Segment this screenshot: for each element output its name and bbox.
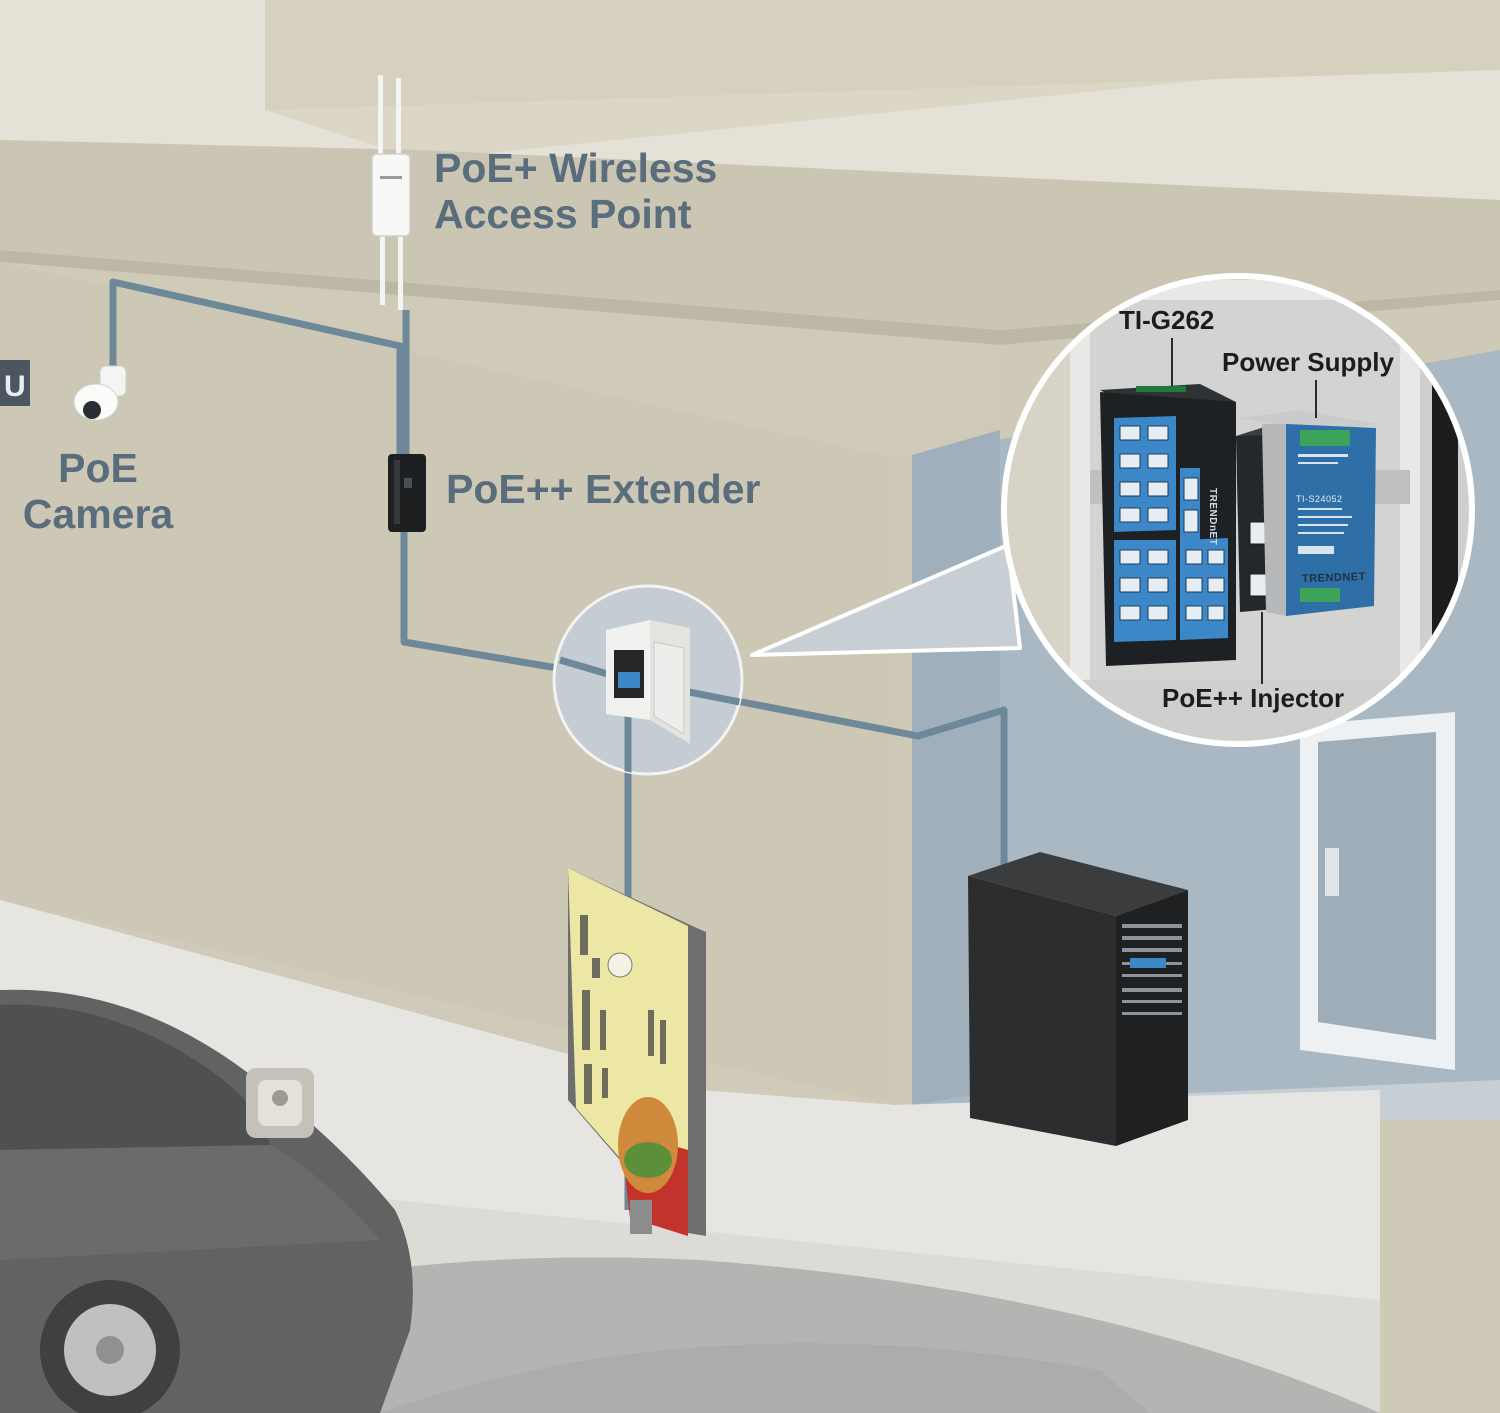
camera-label: PoE Camera [22, 445, 174, 537]
access-point-label: PoE+ Wireless Access Point [434, 145, 718, 237]
psu-model-text: TI-S24052 [1296, 494, 1343, 504]
switch-brand-text: TRENDnET [1207, 488, 1218, 546]
psu-brand-text: TRENDNET [1301, 570, 1367, 586]
store-sign-edge [0, 360, 30, 406]
junction-box-magnifier [552, 584, 744, 776]
power-supply-label: Power Supply [1222, 347, 1394, 377]
menu-sign [568, 868, 706, 1236]
power-supply-device [1240, 410, 1378, 616]
wireless-access-point-device [371, 75, 411, 310]
extender-label: PoE++ Extender [446, 466, 761, 512]
wall-outlet [246, 1068, 314, 1138]
switch-model-label: TI-G262 [1119, 305, 1215, 335]
injector-label: PoE++ Injector [1162, 683, 1345, 713]
poe-extender-device [388, 454, 426, 532]
server-rack [968, 852, 1188, 1146]
ti-g262-switch [1100, 384, 1236, 666]
callout-pointer [750, 543, 1022, 657]
cable-box-to-rack [627, 676, 1008, 866]
svg-text:U: U [4, 370, 26, 403]
cable-extender-to-box [400, 528, 629, 684]
poe-camera-device [73, 365, 127, 421]
car [0, 989, 413, 1413]
interior-door [1318, 732, 1436, 1040]
callout-leader-lines [1171, 338, 1317, 684]
cable-camera [109, 278, 404, 456]
